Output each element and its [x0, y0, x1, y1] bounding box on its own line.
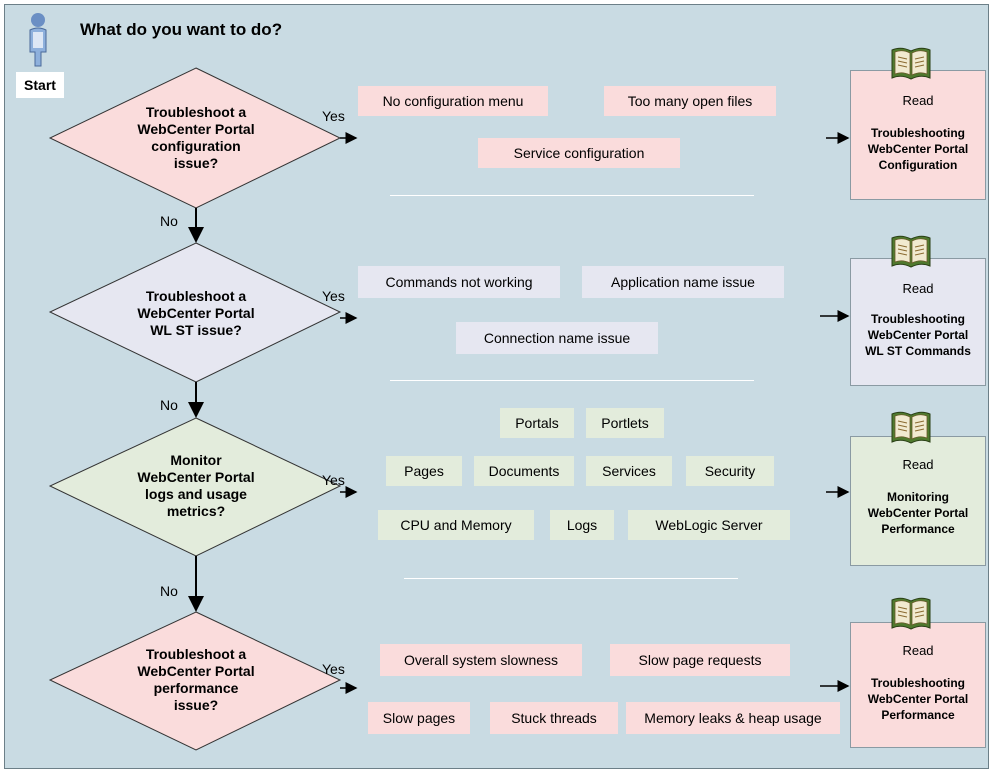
topic-slow-pages[interactable]: Slow pages — [368, 702, 470, 734]
read-card-line: WebCenter Portal — [867, 692, 969, 706]
yes-label: Yes — [322, 472, 345, 488]
book-icon — [891, 411, 931, 444]
read-card-line: Configuration — [878, 158, 958, 172]
read-label: Read — [902, 281, 934, 296]
no-label: No — [160, 397, 178, 413]
read-card-title: Troubleshooting WebCenter Portal Perform… — [851, 675, 985, 723]
question-line: metrics? — [166, 503, 226, 519]
read-card-line: Troubleshooting — [871, 126, 965, 140]
topic-no-configuration-menu[interactable]: No configuration menu — [358, 86, 548, 116]
no-label: No — [160, 213, 178, 229]
topic-pages[interactable]: Pages — [386, 456, 462, 486]
question-line: performance — [153, 680, 239, 696]
book-icon — [891, 235, 931, 268]
topic-services[interactable]: Services — [586, 456, 672, 486]
topic-portals[interactable]: Portals — [500, 408, 574, 438]
topic-service-configuration[interactable]: Service configuration — [478, 138, 680, 168]
read-label: Read — [902, 93, 934, 108]
question-line: WebCenter Portal — [137, 469, 255, 485]
decision-diamond-performance — [48, 611, 342, 751]
question-line: WL ST issue? — [150, 322, 242, 338]
read-card-line: WebCenter Portal — [867, 142, 969, 156]
topic-logs[interactable]: Logs — [550, 510, 614, 540]
question-line: Monitor — [170, 452, 222, 468]
read-label: Read — [902, 643, 934, 658]
topic-documents[interactable]: Documents — [474, 456, 574, 486]
yes-label: Yes — [322, 288, 345, 304]
question-line: configuration — [151, 138, 241, 154]
question-line: WebCenter Portal — [137, 305, 255, 321]
read-card-line: Troubleshooting — [871, 676, 965, 690]
start-label: Start — [16, 72, 64, 98]
question-wlst: Troubleshoot a WebCenter Portal WL ST is… — [100, 288, 292, 339]
read-card-performance[interactable]: Read Troubleshooting WebCenter Portal Pe… — [850, 622, 986, 748]
yes-label: Yes — [322, 108, 345, 124]
topic-cpu-and-memory[interactable]: CPU and Memory — [378, 510, 534, 540]
read-card-title: Troubleshooting WebCenter Portal WL ST C… — [851, 311, 985, 359]
yes-label: Yes — [322, 661, 345, 677]
read-card-line: Monitoring — [887, 490, 949, 504]
question-performance: Troubleshoot a WebCenter Portal performa… — [100, 646, 292, 714]
question-line: issue? — [173, 697, 219, 713]
question-configuration: Troubleshoot a WebCenter Portal configur… — [100, 104, 292, 172]
read-card-configuration[interactable]: Read Troubleshooting WebCenter Portal Co… — [850, 70, 986, 200]
read-card-wlst[interactable]: Read Troubleshooting WebCenter Portal WL… — [850, 258, 986, 386]
no-label: No — [160, 583, 178, 599]
book-icon — [891, 597, 931, 630]
topic-commands-not-working[interactable]: Commands not working — [358, 266, 560, 298]
topic-security[interactable]: Security — [686, 456, 774, 486]
read-card-title: Troubleshooting WebCenter Portal Configu… — [851, 125, 985, 173]
question-line: Troubleshoot a — [145, 646, 247, 662]
question-line: Troubleshoot a — [145, 104, 247, 120]
read-card-line: WL ST Commands — [865, 344, 971, 358]
read-card-line: WebCenter Portal — [867, 506, 969, 520]
read-card-line: Troubleshooting — [871, 312, 965, 326]
question-line: Troubleshoot a — [145, 288, 247, 304]
read-card-line: WebCenter Portal — [867, 328, 969, 342]
topic-application-name-issue[interactable]: Application name issue — [582, 266, 784, 298]
topic-connection-name-issue[interactable]: Connection name issue — [456, 322, 658, 354]
read-card-title: Monitoring WebCenter Portal Performance — [851, 489, 985, 537]
question-line: logs and usage — [145, 486, 247, 502]
question-line: issue? — [173, 155, 219, 171]
read-card-line: Performance — [881, 708, 955, 722]
section-divider — [390, 195, 754, 196]
question-line: WebCenter Portal — [137, 663, 255, 679]
read-card-line: Performance — [881, 522, 955, 536]
topic-slow-page-requests[interactable]: Slow page requests — [610, 644, 790, 676]
book-icon — [891, 47, 931, 80]
topic-too-many-open-files[interactable]: Too many open files — [604, 86, 776, 116]
topic-portlets[interactable]: Portlets — [586, 408, 664, 438]
page-title: What do you want to do? — [80, 20, 283, 39]
topic-memory-leaks-heap-usage[interactable]: Memory leaks & heap usage — [626, 702, 840, 734]
question-monitoring: Monitor WebCenter Portal logs and usage … — [100, 452, 292, 520]
person-icon — [29, 13, 47, 67]
question-line: WebCenter Portal — [137, 121, 255, 137]
section-divider — [390, 380, 754, 381]
topic-stuck-threads[interactable]: Stuck threads — [490, 702, 618, 734]
section-divider — [404, 578, 738, 579]
read-card-monitoring[interactable]: Read Monitoring WebCenter Portal Perform… — [850, 436, 986, 566]
topic-weblogic-server[interactable]: WebLogic Server — [628, 510, 790, 540]
read-label: Read — [902, 457, 934, 472]
topic-overall-system-slowness[interactable]: Overall system slowness — [380, 644, 582, 676]
